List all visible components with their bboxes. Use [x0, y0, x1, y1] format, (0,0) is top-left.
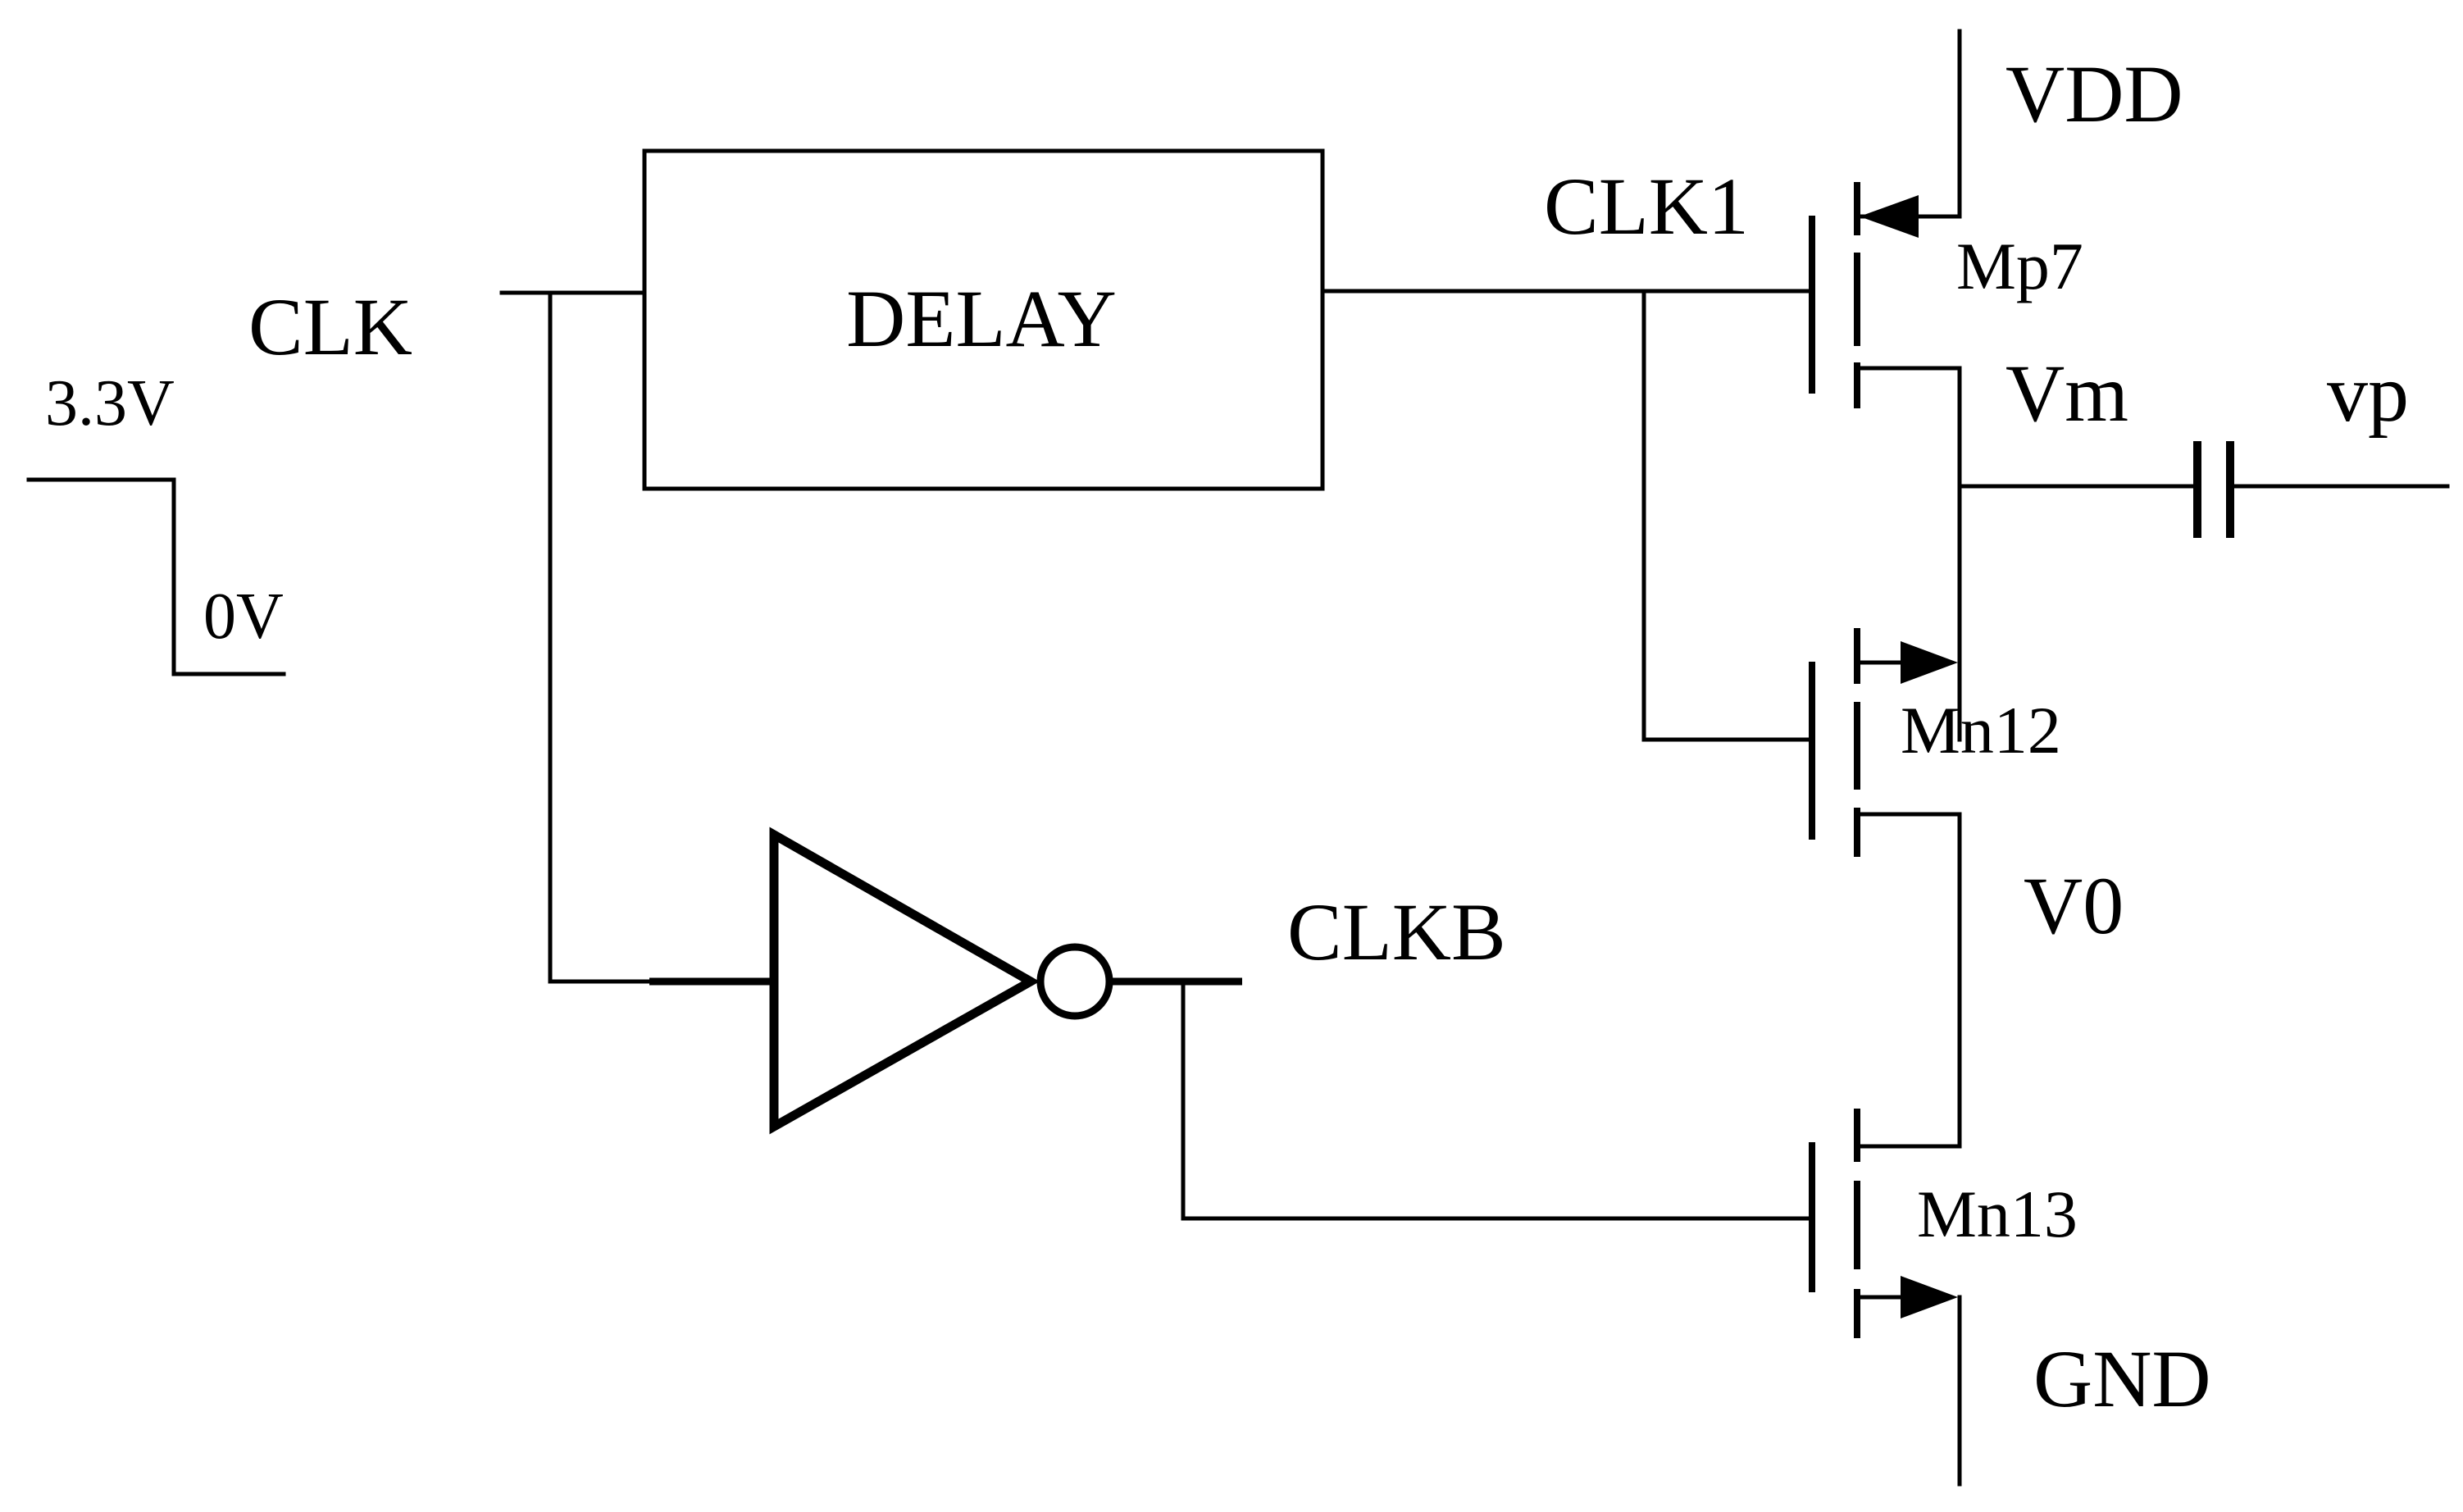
clkb-label: CLKB [1287, 886, 1506, 977]
clk-step-waveform [26, 477, 286, 676]
delay-block [642, 148, 1325, 491]
vp-label: vp [2327, 348, 2409, 439]
mn12-label: Mn12 [1901, 693, 2061, 767]
high-level-label: 3.3V [45, 367, 175, 439]
mp7-transistor [1809, 182, 1962, 742]
mp7-label: Mp7 [1956, 229, 2083, 303]
vdd-label: VDD [2005, 48, 2183, 139]
inverter-bubble [1036, 943, 1113, 1020]
clk1-label: CLK1 [1544, 161, 1749, 252]
vm-label: Vm [2005, 348, 2128, 439]
mn13-label: Mn13 [1917, 1177, 2078, 1251]
clk-branch-wire [548, 290, 773, 984]
clkb-to-mn13-gate-wire [1181, 979, 1810, 1221]
v0-label: V0 [2024, 860, 2124, 951]
inverter-triangle [769, 827, 1040, 1135]
low-level-label: 0V [203, 581, 284, 653]
delay-label: DELAY [846, 273, 1117, 364]
gnd-label: GND [2033, 1333, 2211, 1424]
clk-label: CLK [248, 281, 412, 372]
mn12-transistor [1809, 628, 1962, 1149]
clk1-to-mn12-gate-wire [1641, 289, 1810, 742]
mn13-transistor [1809, 1109, 1962, 1338]
